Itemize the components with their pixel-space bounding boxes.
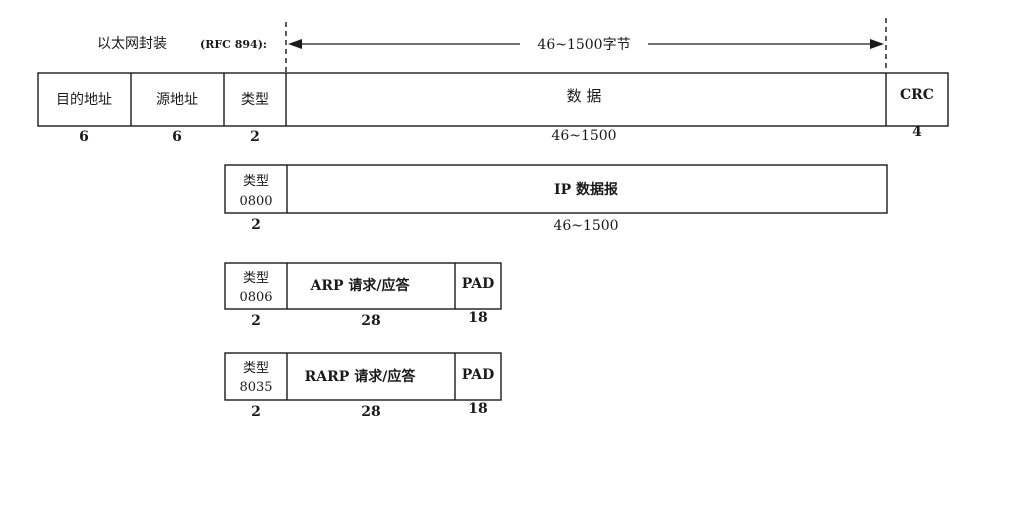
rarp-payload-label: RARP 请求/应答 — [305, 368, 417, 385]
data-field-label: 数 据 — [567, 87, 602, 105]
arp-pad-label: PAD — [462, 276, 495, 292]
span-arrow-right-head — [870, 39, 884, 49]
rarp-type-code: 8035 — [239, 380, 272, 395]
arp-type-code: 0806 — [239, 290, 272, 305]
dest-address-size: 6 — [79, 129, 89, 145]
ip-type-label: 类型 — [243, 174, 269, 189]
src-address-label: 源地址 — [156, 92, 198, 108]
ip-type-code: 0800 — [239, 194, 272, 209]
type-field-label: 类型 — [241, 92, 269, 108]
ip-type-size: 2 — [251, 217, 261, 233]
arp-type-label: 类型 — [243, 271, 269, 286]
rarp-type-label: 类型 — [243, 361, 269, 376]
header-rfc: (RFC 894): — [200, 38, 267, 51]
src-address-size: 6 — [172, 129, 182, 145]
data-field-size: 46~1500 — [551, 128, 616, 144]
rarp-pad-label: PAD — [462, 367, 495, 383]
type-field-size: 2 — [250, 129, 260, 145]
arp-pad-size: 18 — [468, 310, 487, 326]
crc-field-label: CRC — [900, 87, 934, 103]
rarp-pad-size: 18 — [468, 401, 487, 417]
rarp-type-size: 2 — [251, 404, 261, 420]
frame-outline — [37, 72, 949, 127]
crc-field-size: 4 — [912, 124, 922, 140]
span-label: 46~1500字节 — [537, 37, 630, 53]
header-title: 以太网封装 — [97, 36, 167, 52]
arp-payload-size: 28 — [361, 313, 380, 329]
span-arrow-left-head — [288, 39, 302, 49]
dest-address-label: 目的地址 — [56, 92, 112, 108]
ip-row-outline — [224, 164, 888, 214]
rarp-payload-size: 28 — [361, 404, 380, 420]
ip-datagram-label: IP 数据报 — [554, 181, 618, 198]
arp-type-size: 2 — [251, 313, 261, 329]
ip-datagram-size: 46~1500 — [553, 218, 618, 234]
arp-payload-label: ARP 请求/应答 — [309, 277, 410, 294]
